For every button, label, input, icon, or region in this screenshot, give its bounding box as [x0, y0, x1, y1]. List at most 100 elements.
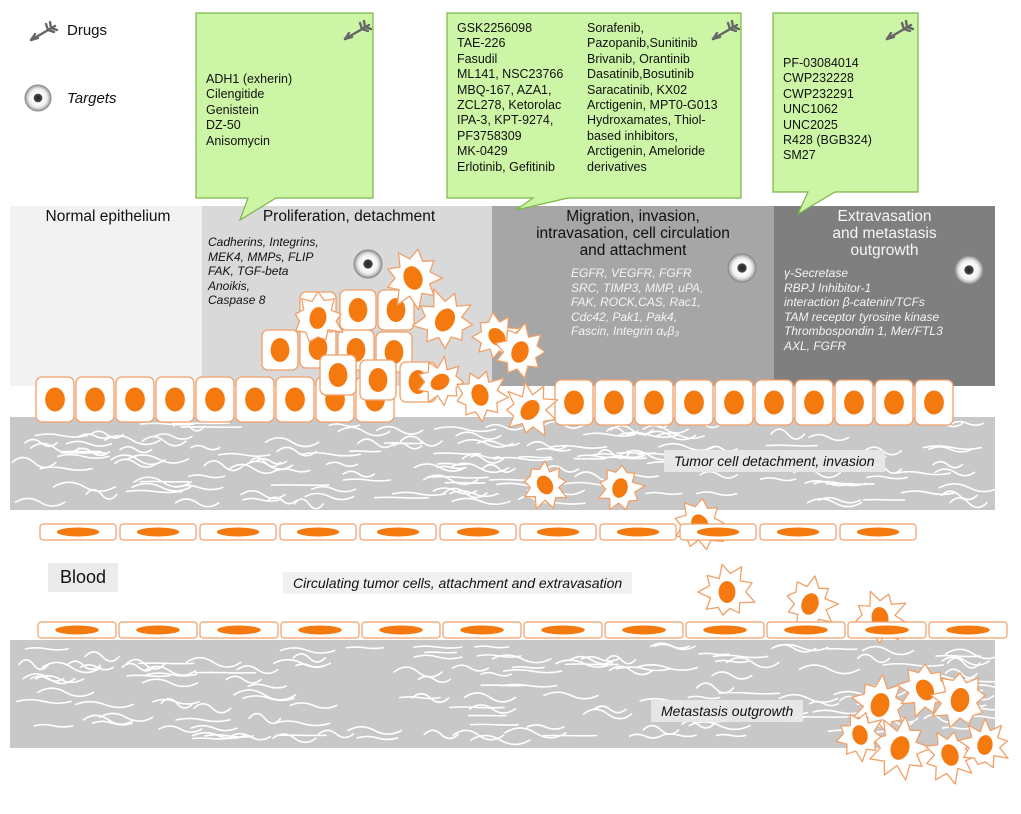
fiber — [778, 693, 839, 703]
fiber — [126, 674, 171, 678]
fiber — [448, 706, 505, 709]
migrating-cell — [456, 370, 510, 423]
fiber — [725, 656, 780, 669]
endothelial-cell — [361, 621, 441, 639]
endothelial-cell — [39, 523, 117, 541]
fiber — [583, 432, 636, 437]
endothelial-cell — [118, 621, 198, 639]
epithelial-cell — [634, 379, 674, 426]
proliferating-cell — [339, 289, 377, 331]
fiber — [493, 456, 553, 462]
drug-callout-migration — [446, 12, 742, 211]
epithelial-cell — [35, 376, 75, 423]
fiber — [91, 720, 134, 726]
fiber — [695, 491, 738, 497]
fiber — [481, 463, 516, 473]
fiber — [267, 496, 298, 505]
fiber — [922, 445, 983, 451]
fiber — [564, 663, 619, 666]
fiber — [74, 700, 135, 709]
fiber — [228, 463, 280, 475]
fiber — [934, 468, 976, 477]
fiber — [645, 491, 683, 496]
fiber — [393, 666, 444, 678]
fiber — [941, 726, 972, 730]
fiber — [949, 497, 988, 509]
endothelial-cell — [439, 523, 517, 541]
fiber — [242, 695, 295, 702]
fiber — [24, 438, 58, 448]
fiber — [254, 458, 288, 465]
fiber — [699, 470, 739, 479]
endothelial-cell — [280, 621, 360, 639]
fiber — [808, 700, 840, 707]
fiber — [526, 440, 568, 451]
target-list-proliferation: Cadherins, Integrins, MEK4, MMPs, FLIP F… — [208, 235, 319, 308]
fiber — [813, 480, 866, 487]
fiber — [236, 665, 279, 675]
fiber — [543, 691, 599, 700]
stage-normal-panel — [10, 206, 202, 386]
fiber — [550, 444, 608, 449]
fiber — [772, 643, 829, 652]
fiber — [110, 454, 166, 466]
migrating-cell — [411, 288, 474, 350]
fiber — [160, 697, 194, 709]
migrating-cell — [597, 464, 646, 511]
fiber — [337, 426, 391, 437]
fiber — [348, 450, 382, 453]
fiber — [606, 426, 639, 436]
stroma-band-lower — [10, 640, 995, 748]
fiber — [391, 491, 447, 497]
fiber — [249, 456, 282, 468]
fiber — [190, 444, 221, 451]
fiber — [480, 684, 527, 687]
legend-drugs-label: Drugs — [67, 22, 108, 39]
fiber — [476, 654, 522, 658]
fiber — [894, 470, 952, 476]
fiber — [432, 487, 478, 495]
target-list-migration: EGFR, VEGFR, FGFR SRC, TIMP3, MMP, uPA, … — [571, 266, 704, 339]
fiber — [900, 490, 956, 496]
fiber — [347, 726, 403, 736]
fiber — [715, 733, 747, 738]
fiber — [190, 724, 238, 732]
fiber — [383, 442, 425, 445]
fiber — [292, 652, 327, 663]
endothelial-cell — [199, 621, 279, 639]
fiber — [436, 465, 467, 470]
fiber — [103, 435, 161, 446]
fiber — [127, 454, 190, 464]
fiber — [191, 732, 246, 740]
fiber — [455, 431, 502, 440]
fiber — [642, 424, 689, 434]
epithelial-cell — [714, 379, 754, 426]
drug-list-proliferation: ADH1 (exherin) Cilengitide Genistein DZ-… — [206, 72, 293, 148]
endothelial-cell — [766, 621, 846, 639]
fiber — [82, 714, 135, 726]
fiber — [233, 689, 297, 701]
fiber — [656, 432, 705, 440]
endothelial-cell — [847, 621, 927, 639]
drug-arrow-icon-migration — [711, 19, 741, 41]
target-icon-migration — [727, 253, 757, 283]
target-icon-extravasation — [954, 255, 984, 285]
drug-list-migration-col1: GSK2256098 TAE-226 Fasudil ML141, NSC237… — [457, 21, 564, 174]
fiber — [504, 727, 567, 739]
fiber — [357, 438, 395, 449]
fiber — [944, 668, 978, 679]
fiber — [36, 687, 95, 698]
endothelial-cell — [759, 523, 837, 541]
proliferating-cell — [319, 354, 357, 396]
epithelial-cell — [914, 379, 954, 426]
fiber — [938, 483, 1000, 493]
fiber — [141, 435, 187, 447]
fiber — [444, 481, 486, 484]
target-icon-legend — [24, 84, 52, 112]
fiber — [85, 488, 118, 500]
fiber — [468, 704, 516, 714]
fiber — [342, 478, 392, 482]
endothelial-cell — [679, 523, 757, 541]
drug-list-extravasation: PF-03084014 CWP232228 CWP232291 UNC1062 … — [783, 56, 872, 163]
fiber — [65, 440, 113, 447]
